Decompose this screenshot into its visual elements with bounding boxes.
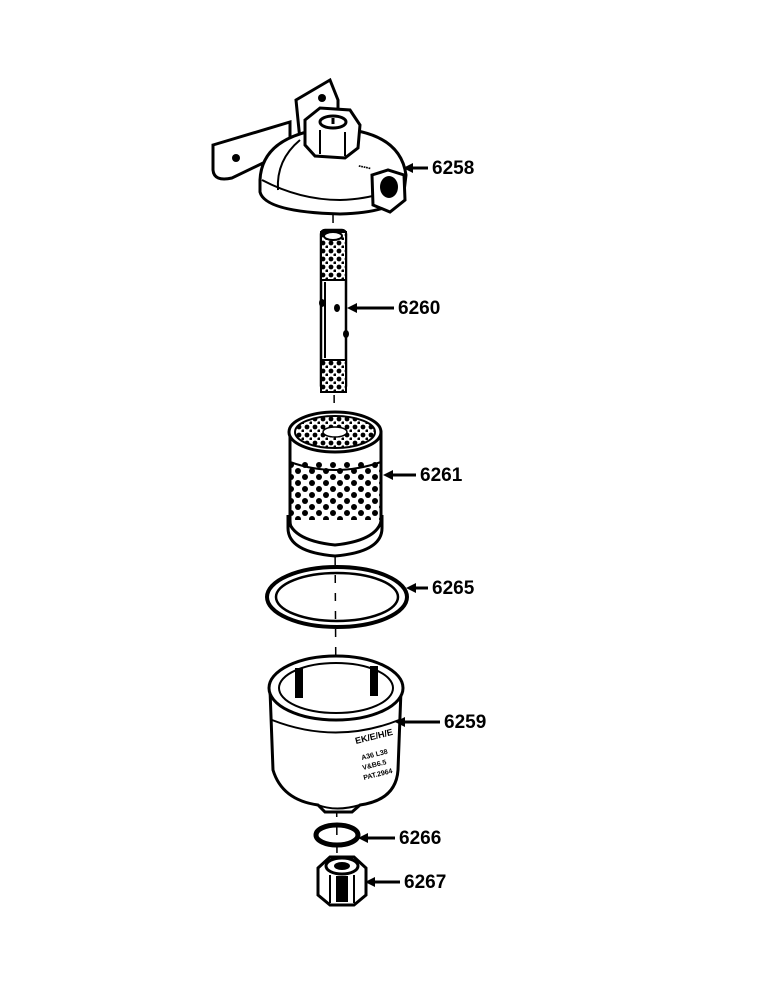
label-6260: 6260 (398, 298, 440, 319)
bolt-leader (347, 303, 394, 313)
gasket-ring (265, 565, 409, 629)
gasket-leader (406, 583, 428, 593)
label-6265: 6265 (432, 578, 475, 599)
label-6261: 6261 (420, 465, 463, 486)
bowl-leader (395, 717, 440, 727)
washer-leader (358, 833, 395, 843)
head-leader (403, 163, 428, 173)
label-6266: 6266 (399, 828, 441, 849)
label-6267: 6267 (404, 872, 446, 893)
filter-bowl: EK/E/H/E A36 L38 V&B6.5 PAT.2964 (267, 654, 405, 814)
washer (313, 822, 361, 848)
label-6259: 6259 (444, 712, 486, 733)
filter-leader (383, 470, 416, 480)
label-6258: 6258 (432, 158, 474, 179)
filter-head: ▪▪▪▪▪ (211, 77, 408, 216)
svg-text:▪▪▪▪▪: ▪▪▪▪▪ (358, 163, 372, 173)
drain-nut (316, 855, 368, 907)
nut-leader (365, 877, 400, 887)
filter-element (286, 410, 384, 558)
center-bolt (319, 228, 349, 393)
